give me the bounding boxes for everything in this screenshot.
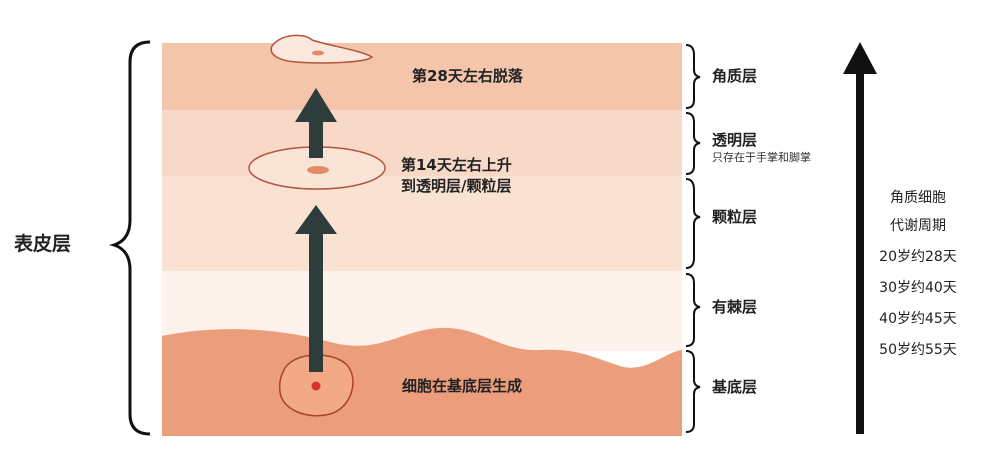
- layer-bracket-basale: [685, 350, 701, 433]
- layer-label-corneum: 角质层: [712, 67, 758, 85]
- arrow-head-upper: [295, 88, 337, 122]
- layer-band-corneum: [162, 43, 682, 110]
- layer-bracket-spinosum: [685, 273, 701, 347]
- step-generate-label: 细胞在基底层生成: [402, 377, 523, 395]
- layer-label-lucidum: 透明层: [712, 131, 758, 149]
- cycle-age-30: 30岁约40天: [879, 280, 957, 296]
- cycle-arrow-head: [843, 42, 877, 74]
- arrow-shaft-upper: [309, 120, 323, 158]
- cycle-age-40: 40岁约45天: [879, 311, 957, 327]
- layer-bracket-corneum: [685, 44, 701, 109]
- step-shed-label: 第28天左右脱落: [412, 67, 523, 85]
- shedding-cell-nucleus: [312, 50, 324, 56]
- layer-bracket-lucidum: [685, 112, 701, 175]
- cycle-age-50: 50岁约55天: [879, 342, 957, 358]
- layer-label-spinosum: 有棘层: [712, 298, 758, 316]
- step-rise-label-line1: 第14天左右上升: [401, 156, 512, 174]
- arrow-head-lower: [295, 205, 337, 234]
- cycle-heading-line2: 代谢周期: [890, 218, 946, 234]
- layer-label-granulosum: 颗粒层: [712, 208, 758, 226]
- layer-label-basale: 基底层: [712, 378, 758, 396]
- arrow-shaft-lower: [309, 232, 323, 372]
- rising-cell-nucleus: [307, 166, 329, 174]
- layer-band-granulosum: [162, 176, 682, 271]
- step-rise-label-line2: 到透明层/颗粒层: [401, 177, 512, 195]
- basal-cell-nucleus: [311, 381, 321, 391]
- cycle-heading-line1: 角质细胞: [890, 190, 946, 206]
- layer-note-lucidum: 只存在于手掌和脚掌: [712, 151, 811, 164]
- cycle-age-20: 20岁约28天: [879, 249, 957, 265]
- shedding-cell: [270, 34, 374, 64]
- epidermis-title: 表皮层: [14, 233, 72, 255]
- epidermis-brace: [108, 40, 151, 436]
- layer-band-lucidum: [162, 110, 682, 176]
- cycle-arrow-shaft: [856, 72, 864, 434]
- layer-bracket-granulosum: [685, 178, 701, 269]
